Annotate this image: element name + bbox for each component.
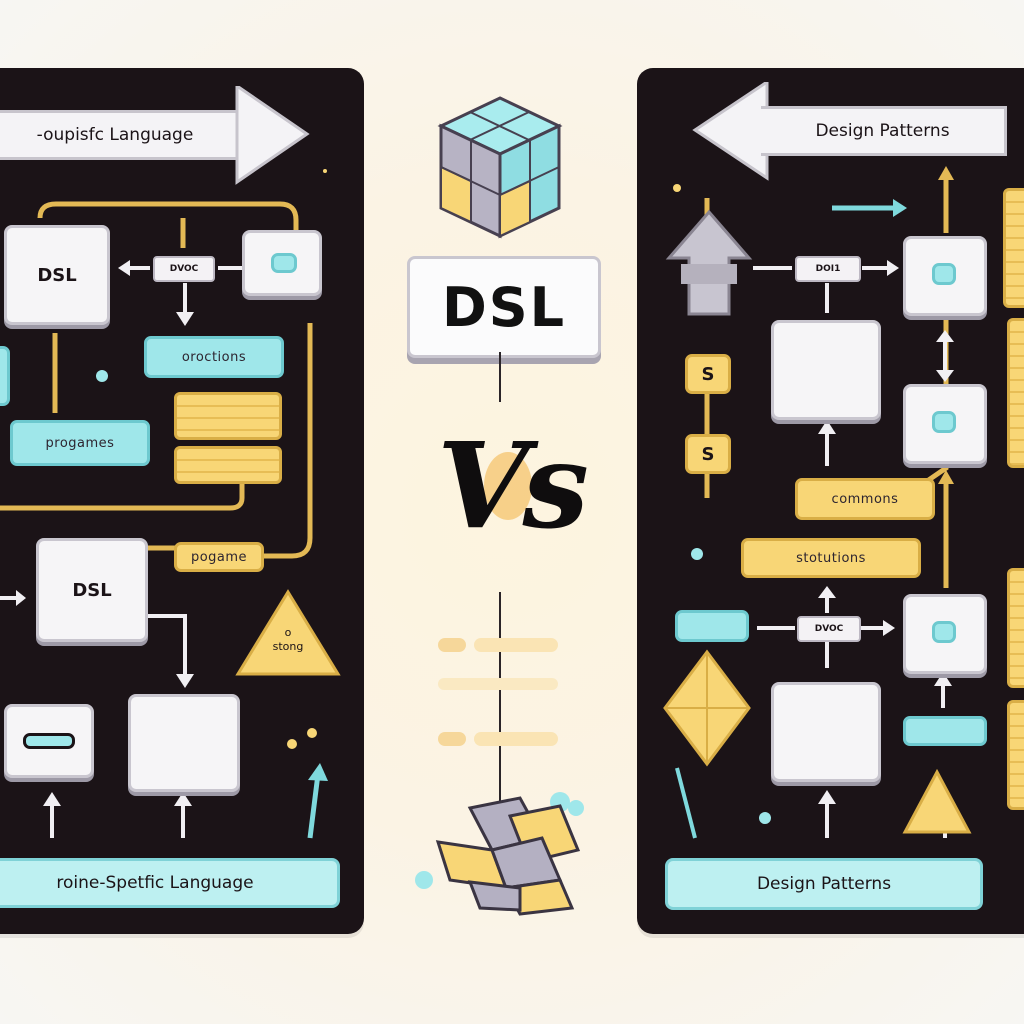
right-cyan-bar[interactable] — [903, 716, 987, 746]
left-input-field[interactable] — [23, 733, 75, 749]
left-small-box-top[interactable] — [242, 230, 322, 296]
right-s-top-label: S — [701, 363, 715, 385]
center-connector-line — [499, 352, 501, 812]
right-pill-commons[interactable]: commons — [795, 478, 935, 520]
left-dsl-box-mid[interactable]: DSL — [36, 538, 148, 642]
center-dashes — [438, 638, 558, 746]
right-small-box-1-square — [932, 263, 956, 285]
right-striped-column-4 — [1007, 700, 1024, 810]
right-pill-commons-label: commons — [831, 491, 899, 507]
right-puzzle-diamond — [663, 649, 751, 767]
right-striped-column-2 — [1007, 318, 1024, 468]
right-cyan-block[interactable] — [675, 610, 749, 642]
right-panel: Design Patterns DOI1 S S commons stotuti… — [637, 68, 1024, 934]
left-title-banner: -oupisfc Language — [0, 110, 240, 160]
left-dsl-box-top[interactable]: DSL — [4, 225, 110, 325]
right-small-box-2[interactable] — [903, 384, 987, 464]
right-small-box-3[interactable] — [903, 594, 987, 674]
left-panel: -oupisfc Language DSL DVOC oroctions pro… — [0, 68, 364, 934]
left-pill-pogame-label: pogame — [190, 549, 248, 565]
left-bottom-label: roine-Spetfic Language — [56, 873, 254, 893]
center-dsl-box: DSL — [407, 256, 601, 358]
right-bottom-label: Design Patterns — [756, 874, 892, 894]
left-pill-progames-label: progames — [45, 435, 115, 451]
right-chip-mid: DVOC — [797, 616, 861, 642]
right-chip-top-label: DOI1 — [815, 264, 841, 274]
left-striped-block-1 — [174, 392, 282, 440]
right-banner-arrowhead — [692, 82, 769, 181]
cube-icon — [437, 96, 563, 239]
left-pill-progames[interactable]: progames — [10, 420, 150, 466]
right-s-box-bottom[interactable]: S — [685, 434, 731, 474]
center-dsl-label: DSL — [441, 275, 567, 339]
right-striped-column-3 — [1007, 568, 1024, 688]
left-banner-arrowhead — [235, 86, 310, 185]
right-title-banner: Design Patterns — [761, 106, 1007, 156]
right-small-triangle — [902, 768, 972, 834]
left-empty-box[interactable] — [128, 694, 240, 792]
right-striped-column-1 — [1003, 188, 1024, 308]
left-bottom-bar: roine-Spetfic Language — [0, 858, 340, 908]
left-chip-top: DVOC — [153, 256, 215, 282]
puzzle-pieces-icon — [415, 792, 584, 916]
left-triangle-label: o stong — [272, 626, 304, 653]
right-small-box-2-square — [932, 411, 956, 433]
right-bottom-bar: Design Patterns — [665, 858, 983, 910]
left-chip-top-label: DVOC — [169, 264, 199, 274]
right-chip-top: DOI1 — [795, 256, 861, 282]
right-pill-stotutions-label: stotutions — [796, 550, 866, 566]
left-triangle — [235, 589, 341, 676]
right-s-box-top[interactable]: S — [685, 354, 731, 394]
vs-paint-blob — [484, 452, 532, 520]
left-title-text: -oupisfc Language — [36, 125, 194, 145]
right-s-bottom-label: S — [701, 443, 715, 465]
left-pill-pogame[interactable]: pogame — [174, 542, 264, 572]
right-arrow-figure — [665, 209, 753, 316]
left-small-box-square — [271, 253, 297, 273]
left-connectors — [0, 169, 328, 839]
right-chip-mid-label: DVOC — [814, 624, 844, 634]
left-dsl-top-label: DSL — [37, 264, 77, 286]
left-pill-orections[interactable]: oroctions — [144, 336, 284, 378]
right-pill-stotutions[interactable]: stotutions — [741, 538, 921, 578]
left-dsl-mid-label: DSL — [72, 579, 112, 601]
left-striped-block-2 — [174, 446, 282, 484]
left-input-box[interactable] — [4, 704, 94, 778]
left-pill-orections-label: oroctions — [181, 349, 247, 365]
vs-label: Vs — [437, 415, 589, 555]
right-title-text: Design Patterns — [815, 121, 950, 141]
right-small-box-1[interactable] — [903, 236, 987, 316]
right-large-box-1[interactable] — [771, 320, 881, 420]
right-large-box-2[interactable] — [771, 682, 881, 782]
left-edge-cyan-tab — [0, 346, 10, 406]
right-small-box-3-square — [932, 621, 956, 643]
